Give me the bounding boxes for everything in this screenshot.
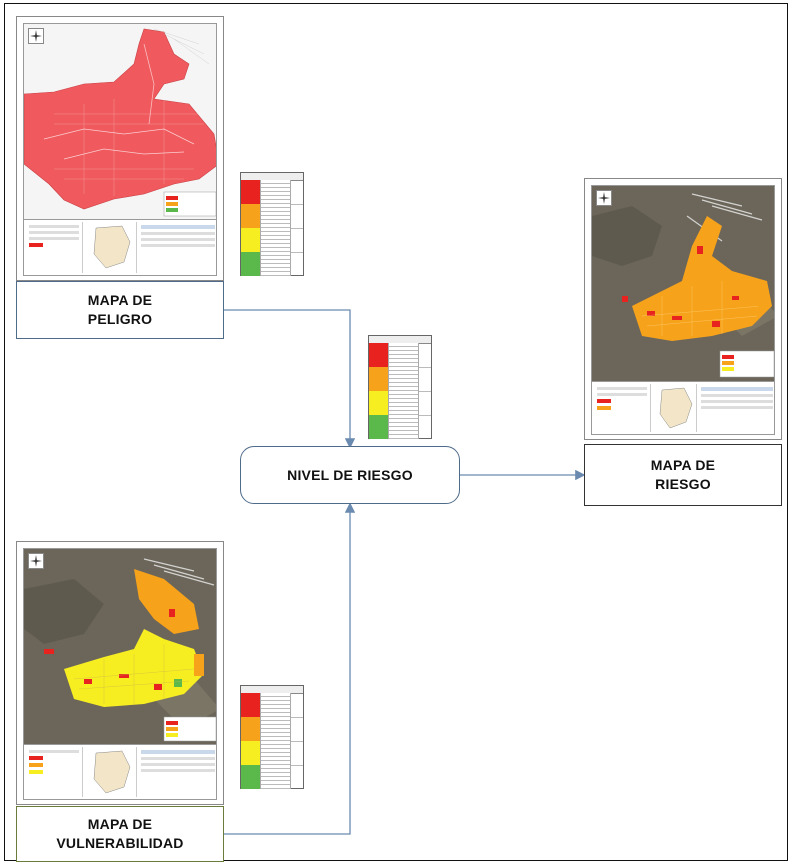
node-mapa-peligro-label: MAPA DE PELIGRO (87, 292, 153, 327)
node-mapa-riesgo-label: MAPA DE RIESGO (650, 457, 716, 492)
compass-icon (28, 553, 44, 569)
peligro-map-legend (23, 219, 217, 276)
node-mapa-vulnerabilidad: MAPA DE VULNERABILIDAD (16, 806, 224, 862)
peligro-map (23, 23, 217, 221)
vulnerabilidad-map-sheet (16, 541, 224, 805)
node-nivel-riesgo-label: NIVEL DE RIESGO (287, 466, 413, 483)
riesgo-map-sheet (584, 178, 782, 440)
peligro-map-sheet (16, 16, 224, 281)
node-mapa-riesgo: MAPA DE RIESGO (584, 444, 782, 506)
compass-icon (28, 28, 44, 44)
peligro-scale-table (240, 172, 304, 276)
vulnerabilidad-scale-table (240, 685, 304, 789)
vulnerabilidad-map-legend (23, 744, 217, 800)
vulnerabilidad-map (23, 548, 217, 746)
node-mapa-peligro: MAPA DE PELIGRO (16, 281, 224, 339)
node-mapa-vulnerabilidad-label: MAPA DE VULNERABILIDAD (56, 816, 184, 851)
compass-icon (596, 190, 612, 206)
nivel-riesgo-scale-table (368, 335, 432, 439)
edge-vulnerabilidad-to-nivel (224, 502, 356, 835)
node-nivel-riesgo: NIVEL DE RIESGO (240, 446, 460, 504)
edge-peligro-to-nivel (224, 309, 356, 449)
diagram-frame (4, 3, 788, 861)
riesgo-map-legend (591, 381, 775, 435)
riesgo-map (591, 185, 775, 383)
